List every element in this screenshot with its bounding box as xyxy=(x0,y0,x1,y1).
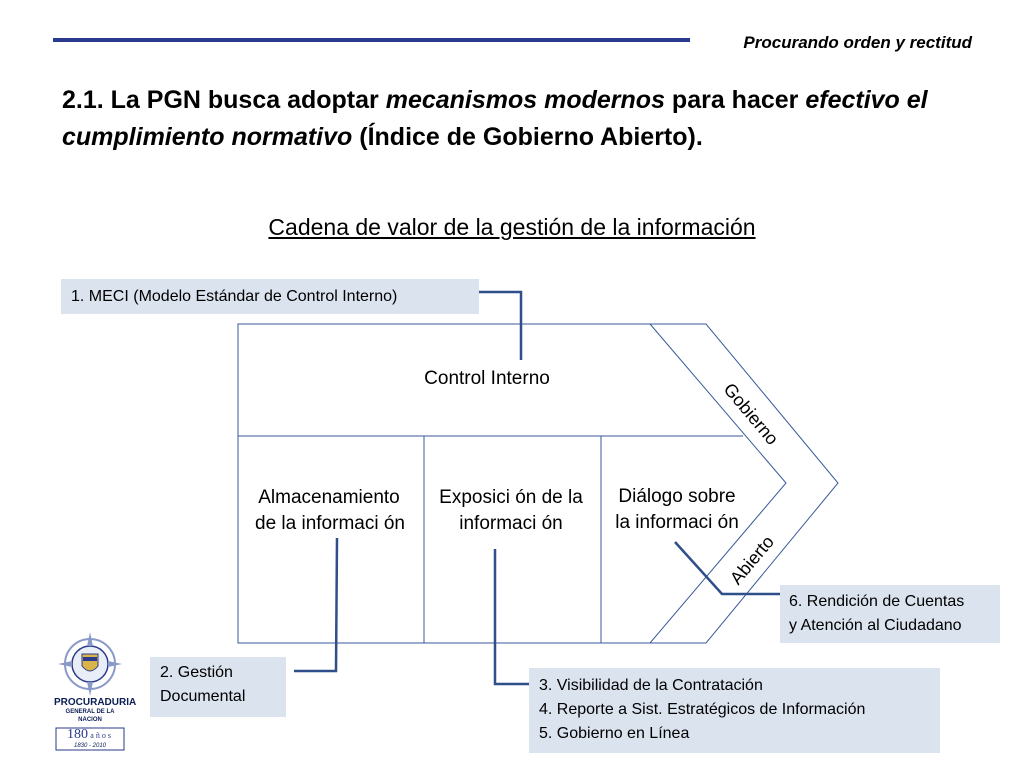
logo-years: 180 años xyxy=(54,727,126,742)
shield-emblem-icon xyxy=(58,632,122,696)
label-dialogo-2: la informaci ón xyxy=(615,512,739,533)
callout-gestion-line2: Documental xyxy=(160,688,246,705)
callout-visibilidad-line2: 4. Reporte a Sist. Estratégicos de Infor… xyxy=(539,701,866,718)
title-part1: 2.1. La PGN busca adoptar xyxy=(62,86,386,114)
connector-gestion xyxy=(294,537,339,673)
title-part2: mecanismos modernos xyxy=(385,86,665,114)
procuraduria-logo xyxy=(55,632,125,751)
callout-rendicion-line2: y Atención al Ciudadano xyxy=(789,617,962,634)
header-rule xyxy=(53,38,690,42)
callout-visibilidad: 3. Visibilidad de la Contratación 4. Rep… xyxy=(529,668,940,753)
inner-chevron-line xyxy=(649,323,787,644)
logo-wordmark: PROCURADURIA GENERAL DE LA NACION 180 añ… xyxy=(54,697,137,751)
diagram-subtitle: Cadena de valor de la gestión de la info… xyxy=(268,214,756,240)
slide-title: 2.1. La PGN busca adoptar mecanismos mod… xyxy=(62,82,992,156)
label-abierto: Abierto xyxy=(726,532,778,589)
callout-gestion-documental: 2. Gestión Documental xyxy=(150,657,286,717)
label-control-interno: Control Interno xyxy=(424,368,550,389)
callout-gestion-line1: 2. Gestión xyxy=(160,664,233,681)
connector-visibilidad xyxy=(493,549,529,686)
chevron-outline xyxy=(237,323,839,644)
tagline: Procurando orden y rectitud xyxy=(743,33,972,52)
title-part4: efectivo el cumplimiento normativo xyxy=(62,86,928,151)
title-part3: para hacer xyxy=(664,86,806,114)
connector-meci xyxy=(479,290,523,360)
logo-years-range: 1830 - 2010 xyxy=(73,743,107,749)
callout-visibilidad-line3: 5. Gobierno en Línea xyxy=(539,725,690,742)
callout-meci: 1. MECI (Modelo Estándar de Control Inte… xyxy=(61,279,479,314)
connector-rendicion xyxy=(674,541,780,596)
label-almacenamiento-1: Almacenamiento xyxy=(258,487,400,508)
title-part5: (Índice de Gobierno Abierto). xyxy=(352,123,703,151)
label-gobierno: Gobierno xyxy=(720,379,783,449)
label-exposicion-2: informaci ón xyxy=(459,513,563,534)
logo-years-number: 180 xyxy=(67,727,89,742)
label-exposicion-1: Exposici ón de la xyxy=(439,487,583,508)
callout-rendicion-line1: 6. Rendición de Cuentas xyxy=(789,593,965,610)
callout-visibilidad-line1: 3. Visibilidad de la Contratación xyxy=(539,677,763,694)
logo-name-line1: PROCURADURIA xyxy=(54,697,137,708)
label-dialogo-1: Diálogo sobre xyxy=(618,486,735,507)
logo-years-word: años xyxy=(90,731,113,740)
logo-name-line2: GENERAL DE LA NACION xyxy=(65,709,115,723)
callout-rendicion: 6. Rendición de Cuentas y Atención al Ci… xyxy=(780,585,1000,643)
label-almacenamiento-2: de la informaci ón xyxy=(255,513,405,534)
